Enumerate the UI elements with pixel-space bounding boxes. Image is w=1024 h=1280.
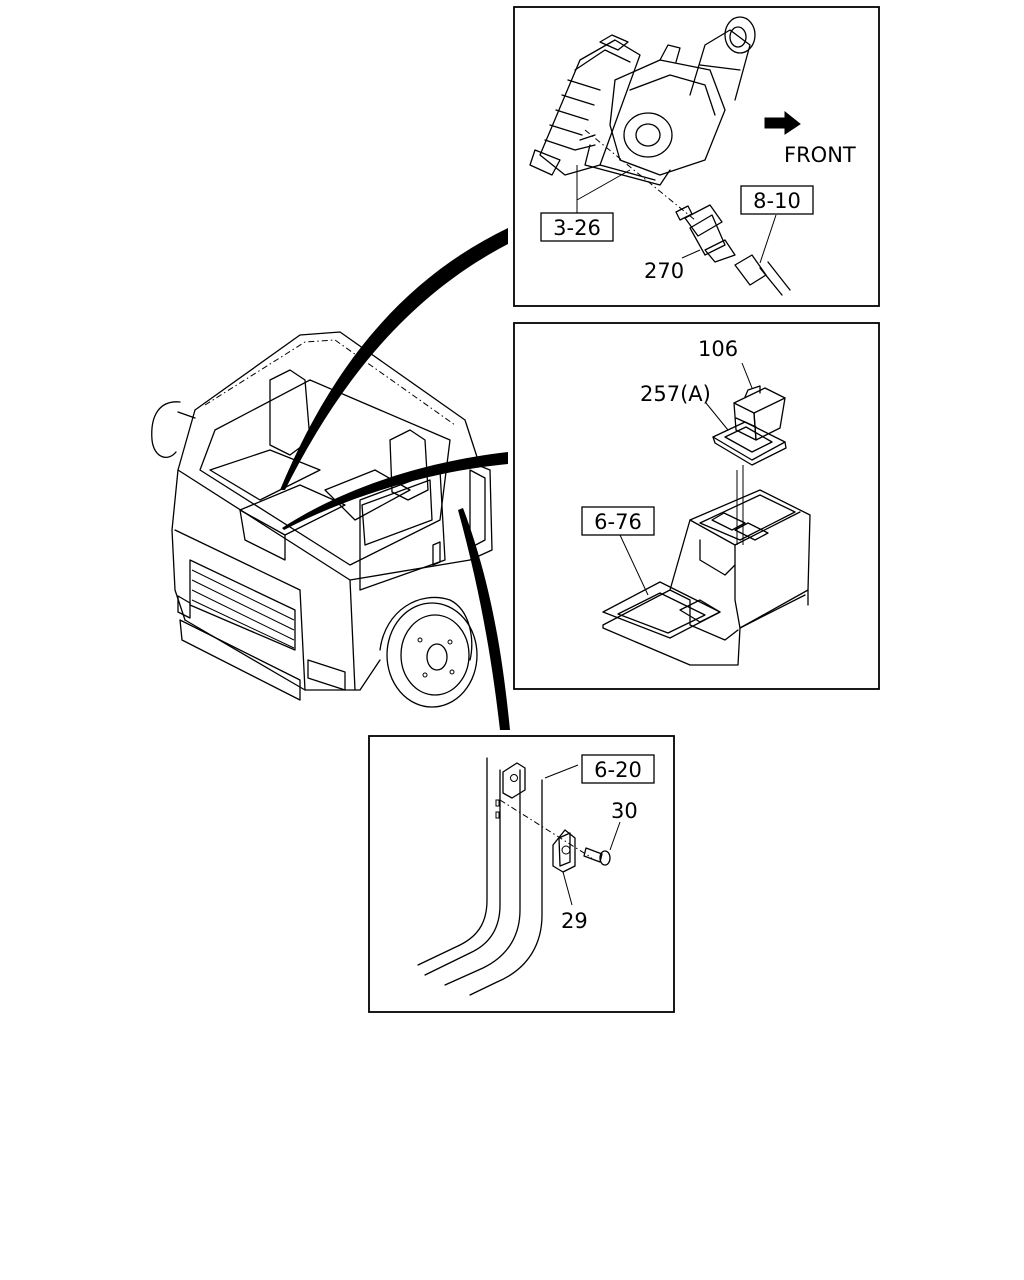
leader-6-20 bbox=[544, 764, 579, 779]
detail-panel-middle-frame bbox=[513, 322, 880, 690]
part-number-29: 29 bbox=[561, 909, 588, 933]
upper-striker-part bbox=[502, 762, 526, 799]
valve-assembly-drawing bbox=[529, 16, 756, 221]
svg-text:3-26: 3-26 bbox=[553, 216, 601, 240]
connector-harness-part bbox=[734, 214, 791, 296]
leader-29 bbox=[562, 871, 573, 906]
callout-pointer-lower bbox=[458, 508, 510, 730]
leader-106 bbox=[741, 362, 753, 389]
svg-text:6-76: 6-76 bbox=[594, 510, 642, 534]
detail-panel-top-frame bbox=[513, 6, 880, 307]
door-pillar-drawing bbox=[417, 757, 543, 996]
pressure-sensor-part bbox=[675, 204, 736, 263]
part-number-106: 106 bbox=[698, 337, 738, 361]
detail-panel-bottom: 6-20 30 29 bbox=[368, 735, 675, 1013]
leader-257a bbox=[705, 402, 729, 431]
bolt-part bbox=[583, 847, 611, 866]
part-number-30: 30 bbox=[611, 799, 638, 823]
detail-panel-bottom-frame bbox=[368, 735, 675, 1013]
front-label: FRONT bbox=[784, 143, 856, 167]
front-arrow-icon bbox=[764, 110, 801, 135]
callout-pointer-upper bbox=[280, 228, 508, 490]
truck-cab-illustration bbox=[151, 331, 493, 708]
callout-pointers bbox=[280, 228, 510, 730]
door-check-bracket-part bbox=[552, 829, 576, 873]
bezel-part bbox=[712, 421, 787, 466]
part-number-270: 270 bbox=[644, 259, 684, 283]
callout-pointer-middle bbox=[282, 452, 508, 530]
detail-panel-middle: 6-76 106 257(A) bbox=[513, 322, 880, 690]
part-number-257a: 257(A) bbox=[640, 382, 711, 406]
ref-box-6-20[interactable]: 6-20 bbox=[581, 754, 655, 784]
assembly-line bbox=[736, 465, 744, 545]
leader-6-76 bbox=[619, 534, 649, 596]
detail-panel-top: FRONT 3-26 8-10 270 bbox=[513, 6, 880, 307]
ref-box-6-76[interactable]: 6-76 bbox=[581, 506, 655, 536]
svg-text:8-10: 8-10 bbox=[753, 189, 801, 213]
ref-box-3-26[interactable]: 3-26 bbox=[540, 212, 614, 242]
leader-270 bbox=[681, 249, 701, 259]
leader-30 bbox=[609, 821, 621, 851]
center-console-part bbox=[602, 489, 811, 666]
assembly-centerline bbox=[499, 799, 593, 859]
switch-part bbox=[733, 385, 786, 441]
ref-box-8-10[interactable]: 8-10 bbox=[740, 185, 814, 215]
svg-text:6-20: 6-20 bbox=[594, 758, 642, 782]
